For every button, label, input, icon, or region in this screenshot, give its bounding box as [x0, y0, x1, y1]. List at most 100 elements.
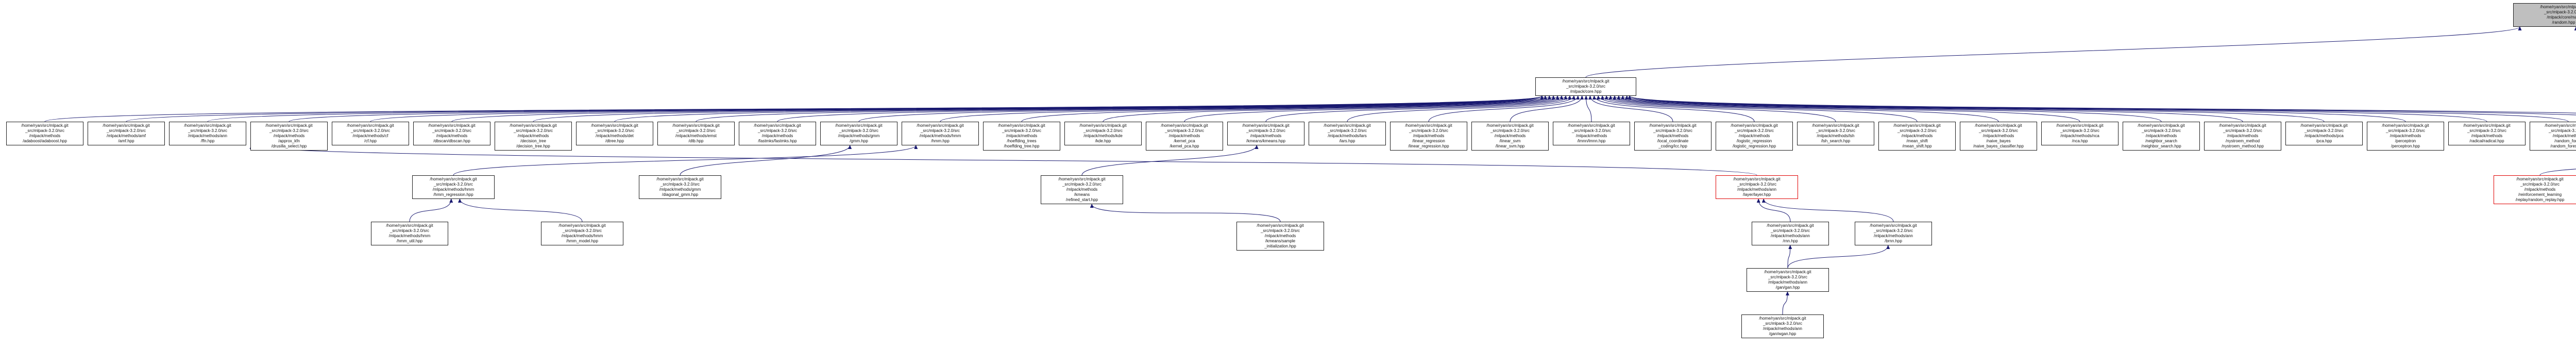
- node-path-line: /radical/radical.hpp: [2469, 139, 2504, 143]
- graph-node-a21[interactable]: /home/ryan/src/mlpack.git_src/mlpack-3.2…: [1716, 122, 1793, 151]
- node-path-line: /local_coordinate: [1657, 139, 1689, 143]
- graph-node-a13[interactable]: /home/ryan/src/mlpack.git_src/mlpack-3.2…: [1064, 122, 1142, 145]
- node-path-line: /mlpack/methods/hmm: [919, 134, 961, 138]
- graph-node-a30[interactable]: /home/ryan/src/mlpack.git_src/mlpack-3.2…: [2448, 122, 2526, 145]
- include-edge: [1625, 95, 2406, 122]
- graph-node-d7[interactable]: /home/ryan/src/mlpack.git_src/mlpack-3.2…: [371, 222, 448, 245]
- node-path-line: /mlpack/methods/nca: [2060, 134, 2099, 138]
- graph-node-d2[interactable]: /home/ryan/src/mlpack.git_src/mlpack-3.2…: [1041, 175, 1123, 204]
- include-edge: [1510, 95, 1584, 122]
- graph-node-d1[interactable]: /home/ryan/src/mlpack.git_src/mlpack-3.2…: [412, 175, 495, 199]
- node-path-line: /home/ryan/src/mlpack.git: [1257, 223, 1304, 228]
- node-path-line: _src/mlpack-3.2.0/src: [1737, 182, 1777, 187]
- node-path-line: /mlpack/methods: [1168, 134, 1200, 138]
- node-path-line: _src/mlpack-3.2.0/src: [1164, 128, 1205, 133]
- graph-node-a16[interactable]: /home/ryan/src/mlpack.git_src/mlpack-3.2…: [1309, 122, 1386, 145]
- include-edge: [1021, 95, 1560, 122]
- node-path-line: /mlpack/methods: [436, 134, 468, 138]
- node-path-line: /home/ryan/src/mlpack.git: [835, 123, 883, 128]
- node-path-line: /mlpack/methods/lsh: [1817, 134, 1855, 138]
- node-path-line: /home/ryan/src/mlpack.git: [386, 223, 433, 228]
- graph-node-a29[interactable]: /home/ryan/src/mlpack.git_src/mlpack-3.2…: [2367, 122, 2444, 151]
- graph-node-d4[interactable]: /home/ryan/src/mlpack.git_src/mlpack-3.2…: [2494, 175, 2576, 204]
- graph-node-hub[interactable]: /home/ryan/src/mlpack.git_src/mlpack-3.2…: [1535, 77, 1636, 96]
- node-path-line: /linear_svm.hpp: [1495, 144, 1525, 148]
- node-path-line: /home/ryan/src/mlpack.git: [1058, 177, 1106, 181]
- graph-node-a1[interactable]: /home/ryan/src/mlpack.git_src/mlpack-3.2…: [88, 122, 165, 145]
- graph-node-a3[interactable]: /home/ryan/src/mlpack.git_src/mlpack-3.2…: [250, 122, 328, 151]
- graph-node-d5[interactable]: /home/ryan/src/mlpack.git_src/mlpack-3.2…: [1752, 222, 1829, 245]
- node-path-line: /home/ryan/src/mlpack.git: [2219, 123, 2266, 128]
- graph-node-a20[interactable]: /home/ryan/src/mlpack.git_src/mlpack-3.2…: [1634, 122, 1711, 151]
- node-path-line: /mlpack/methods/ann: [1737, 187, 1777, 192]
- node-path-line: _src/mlpack-3.2.0/src: [1260, 228, 1300, 233]
- graph-node-a6[interactable]: /home/ryan/src/mlpack.git_src/mlpack-3.2…: [495, 122, 572, 151]
- node-path-line: /kernel_pca: [1174, 139, 1195, 143]
- graph-node-a27[interactable]: /home/ryan/src/mlpack.git_src/mlpack-3.2…: [2204, 122, 2281, 151]
- node-path-line: /home/ryan/src/mlpack.git: [1870, 223, 1917, 228]
- node-path-line: /mlpack/methods: [2552, 134, 2576, 138]
- include-edge: [1428, 95, 1580, 122]
- include-edge: [1600, 95, 1918, 122]
- include-edge: [1604, 95, 1999, 122]
- graph-node-a4[interactable]: /home/ryan/src/mlpack.git_src/mlpack-3.2…: [332, 122, 409, 145]
- node-path-line: /mlpack/methods/ann: [1770, 234, 1810, 238]
- graph-node-a26[interactable]: /home/ryan/src/mlpack.git_src/mlpack-3.2…: [2123, 122, 2200, 151]
- node-path-line: /mlpack/methods/ann: [1768, 280, 1808, 285]
- graph-node-a22[interactable]: /home/ryan/src/mlpack.git_src/mlpack-3.2…: [1797, 122, 1874, 145]
- node-path-line: _src/mlpack-3.2.0/src: [660, 182, 700, 187]
- include-edge: [1592, 95, 1755, 122]
- node-path-line: /home/ryan/src/mlpack.git: [1812, 123, 1859, 128]
- node-path-line: _src/mlpack-3.2.0/src: [2548, 128, 2576, 133]
- node-path-line: _src/mlpack-3.2.0/src: [2304, 128, 2344, 133]
- graph-node-a9[interactable]: /home/ryan/src/mlpack.git_src/mlpack-3.2…: [739, 122, 816, 145]
- graph-node-a24[interactable]: /home/ryan/src/mlpack.git_src/mlpack-3.2…: [1960, 122, 2037, 151]
- graph-node-d12[interactable]: /home/ryan/src/mlpack.git_src/mlpack-3.2…: [639, 175, 721, 199]
- graph-node-a12[interactable]: /home/ryan/src/mlpack.git_src/mlpack-3.2…: [983, 122, 1060, 151]
- graph-node-a15[interactable]: /home/ryan/src/mlpack.git_src/mlpack-3.2…: [1227, 122, 1304, 145]
- graph-node-a5[interactable]: /home/ryan/src/mlpack.git_src/mlpack-3.2…: [413, 122, 490, 145]
- graph-node-d10[interactable]: /home/ryan/src/mlpack.git_src/mlpack-3.2…: [1741, 314, 1824, 338]
- graph-node-a23[interactable]: /home/ryan/src/mlpack.git_src/mlpack-3.2…: [1878, 122, 1956, 151]
- node-path-line: /home/ryan/src/mlpack.git: [510, 123, 557, 128]
- node-path-line: /reinforcement_learning: [2518, 192, 2562, 197]
- node-path-line: /mlpack/methods: [273, 134, 305, 138]
- graph-node-a11[interactable]: /home/ryan/src/mlpack.git_src/mlpack-3.2…: [902, 122, 979, 145]
- graph-node-d9[interactable]: /home/ryan/src/mlpack.git_src/mlpack-3.2…: [541, 222, 623, 245]
- node-path-line: _src/mlpack-3.2.0/src: [2544, 10, 2576, 14]
- graph-node-a7[interactable]: /home/ryan/src/mlpack.git_src/mlpack-3.2…: [576, 122, 653, 145]
- include-edge: [289, 95, 1544, 122]
- graph-node-a14[interactable]: /home/ryan/src/mlpack.git_src/mlpack-3.2…: [1146, 122, 1223, 151]
- graph-node-d8[interactable]: /home/ryan/src/mlpack.git_src/mlpack-3.2…: [1747, 268, 1829, 292]
- graph-node-a8[interactable]: /home/ryan/src/mlpack.git_src/mlpack-3.2…: [657, 122, 735, 145]
- graph-node-a19[interactable]: /home/ryan/src/mlpack.git_src/mlpack-3.2…: [1553, 122, 1630, 145]
- node-path-line: /hoeffding_tree.hpp: [1004, 144, 1040, 148]
- node-path-line: /home/ryan/src/mlpack.git: [998, 123, 1045, 128]
- node-path-line: _src/mlpack-3.2.0/src: [432, 128, 472, 133]
- include-edge: [1628, 95, 2576, 113]
- node-path-line: _src/mlpack-3.2.0/src: [595, 128, 635, 133]
- graph-node-d5b[interactable]: /home/ryan/src/mlpack.git_src/mlpack-3.2…: [1855, 222, 1932, 245]
- node-path-line: _src/mlpack-3.2.0/src: [2385, 128, 2426, 133]
- graph-node-d11[interactable]: /home/ryan/src/mlpack.git_src/mlpack-3.2…: [1236, 222, 1324, 251]
- node-path-line: /mlpack/methods: [1264, 234, 1296, 238]
- include-edge: [858, 95, 1551, 122]
- include-edge: [2539, 169, 2576, 176]
- include-edge: [680, 145, 852, 176]
- graph-node-a10[interactable]: /home/ryan/src/mlpack.git_src/mlpack-3.2…: [820, 122, 897, 145]
- graph-node-a28[interactable]: /home/ryan/src/mlpack.git_src/mlpack-3.2…: [2285, 122, 2363, 145]
- graph-node-a0[interactable]: /home/ryan/src/mlpack.git_src/mlpack-3.2…: [6, 122, 83, 145]
- graph-node-a31[interactable]: /home/ryan/src/mlpack.git_src/mlpack-3.2…: [2530, 122, 2576, 151]
- node-path-line: _src/mlpack-3.2.0/src: [1978, 128, 2019, 133]
- node-path-line: /home/ryan/src/mlpack.git: [1759, 316, 1806, 321]
- graph-node-a17[interactable]: /home/ryan/src/mlpack.git_src/mlpack-3.2…: [1390, 122, 1467, 151]
- graph-node-a18[interactable]: /home/ryan/src/mlpack.git_src/mlpack-3.2…: [1471, 122, 1549, 151]
- graph-node-d3[interactable]: /home/ryan/src/mlpack.git_src/mlpack-3.2…: [1716, 175, 1798, 199]
- include-edge: [1596, 95, 1836, 122]
- graph-node-a2[interactable]: /home/ryan/src/mlpack.git_src/mlpack-3.2…: [169, 122, 246, 145]
- graph-node-root[interactable]: /home/ryan/src/mlpack.git_src/mlpack-3.2…: [2513, 3, 2576, 27]
- node-path-line: /home/ryan/src/mlpack.git: [2382, 123, 2429, 128]
- graph-node-a25[interactable]: /home/ryan/src/mlpack.git_src/mlpack-3.2…: [2041, 122, 2119, 145]
- node-path-line: /drusilla_select.hpp: [271, 144, 307, 148]
